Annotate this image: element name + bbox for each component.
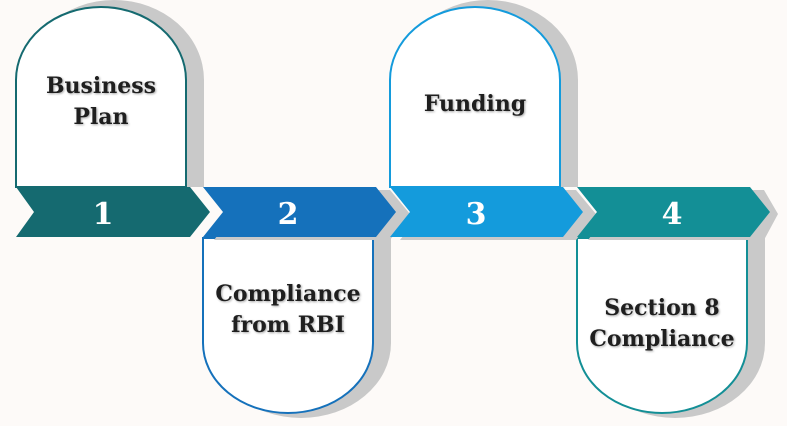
step-2-card [202,237,374,414]
step-4-chevron [577,187,770,237]
step-2-label: Compliance from RBI [203,270,373,350]
step-3-number: 3 [466,197,487,232]
step-2-chevron [203,187,396,237]
step-4-number: 4 [662,197,683,232]
step-1-number: 1 [93,197,114,232]
step-1-card [15,6,187,188]
step-3-label: Funding [390,84,560,124]
step-3-label-text: Funding [423,90,527,117]
step-4-label: Section 8 Compliance [577,284,747,364]
step-3-card [389,6,561,188]
step-4-card [576,237,748,414]
step-1-chevron [16,187,210,237]
step-1-label: Business Plan [16,62,186,142]
step-3-chevron [390,187,583,237]
step-2-number: 2 [278,197,299,232]
step-2-label-text: Compliance from RBI [215,281,361,338]
step-4-label-text: Section 8 Compliance [589,295,735,352]
step-1-label-text: Business Plan [45,73,157,130]
